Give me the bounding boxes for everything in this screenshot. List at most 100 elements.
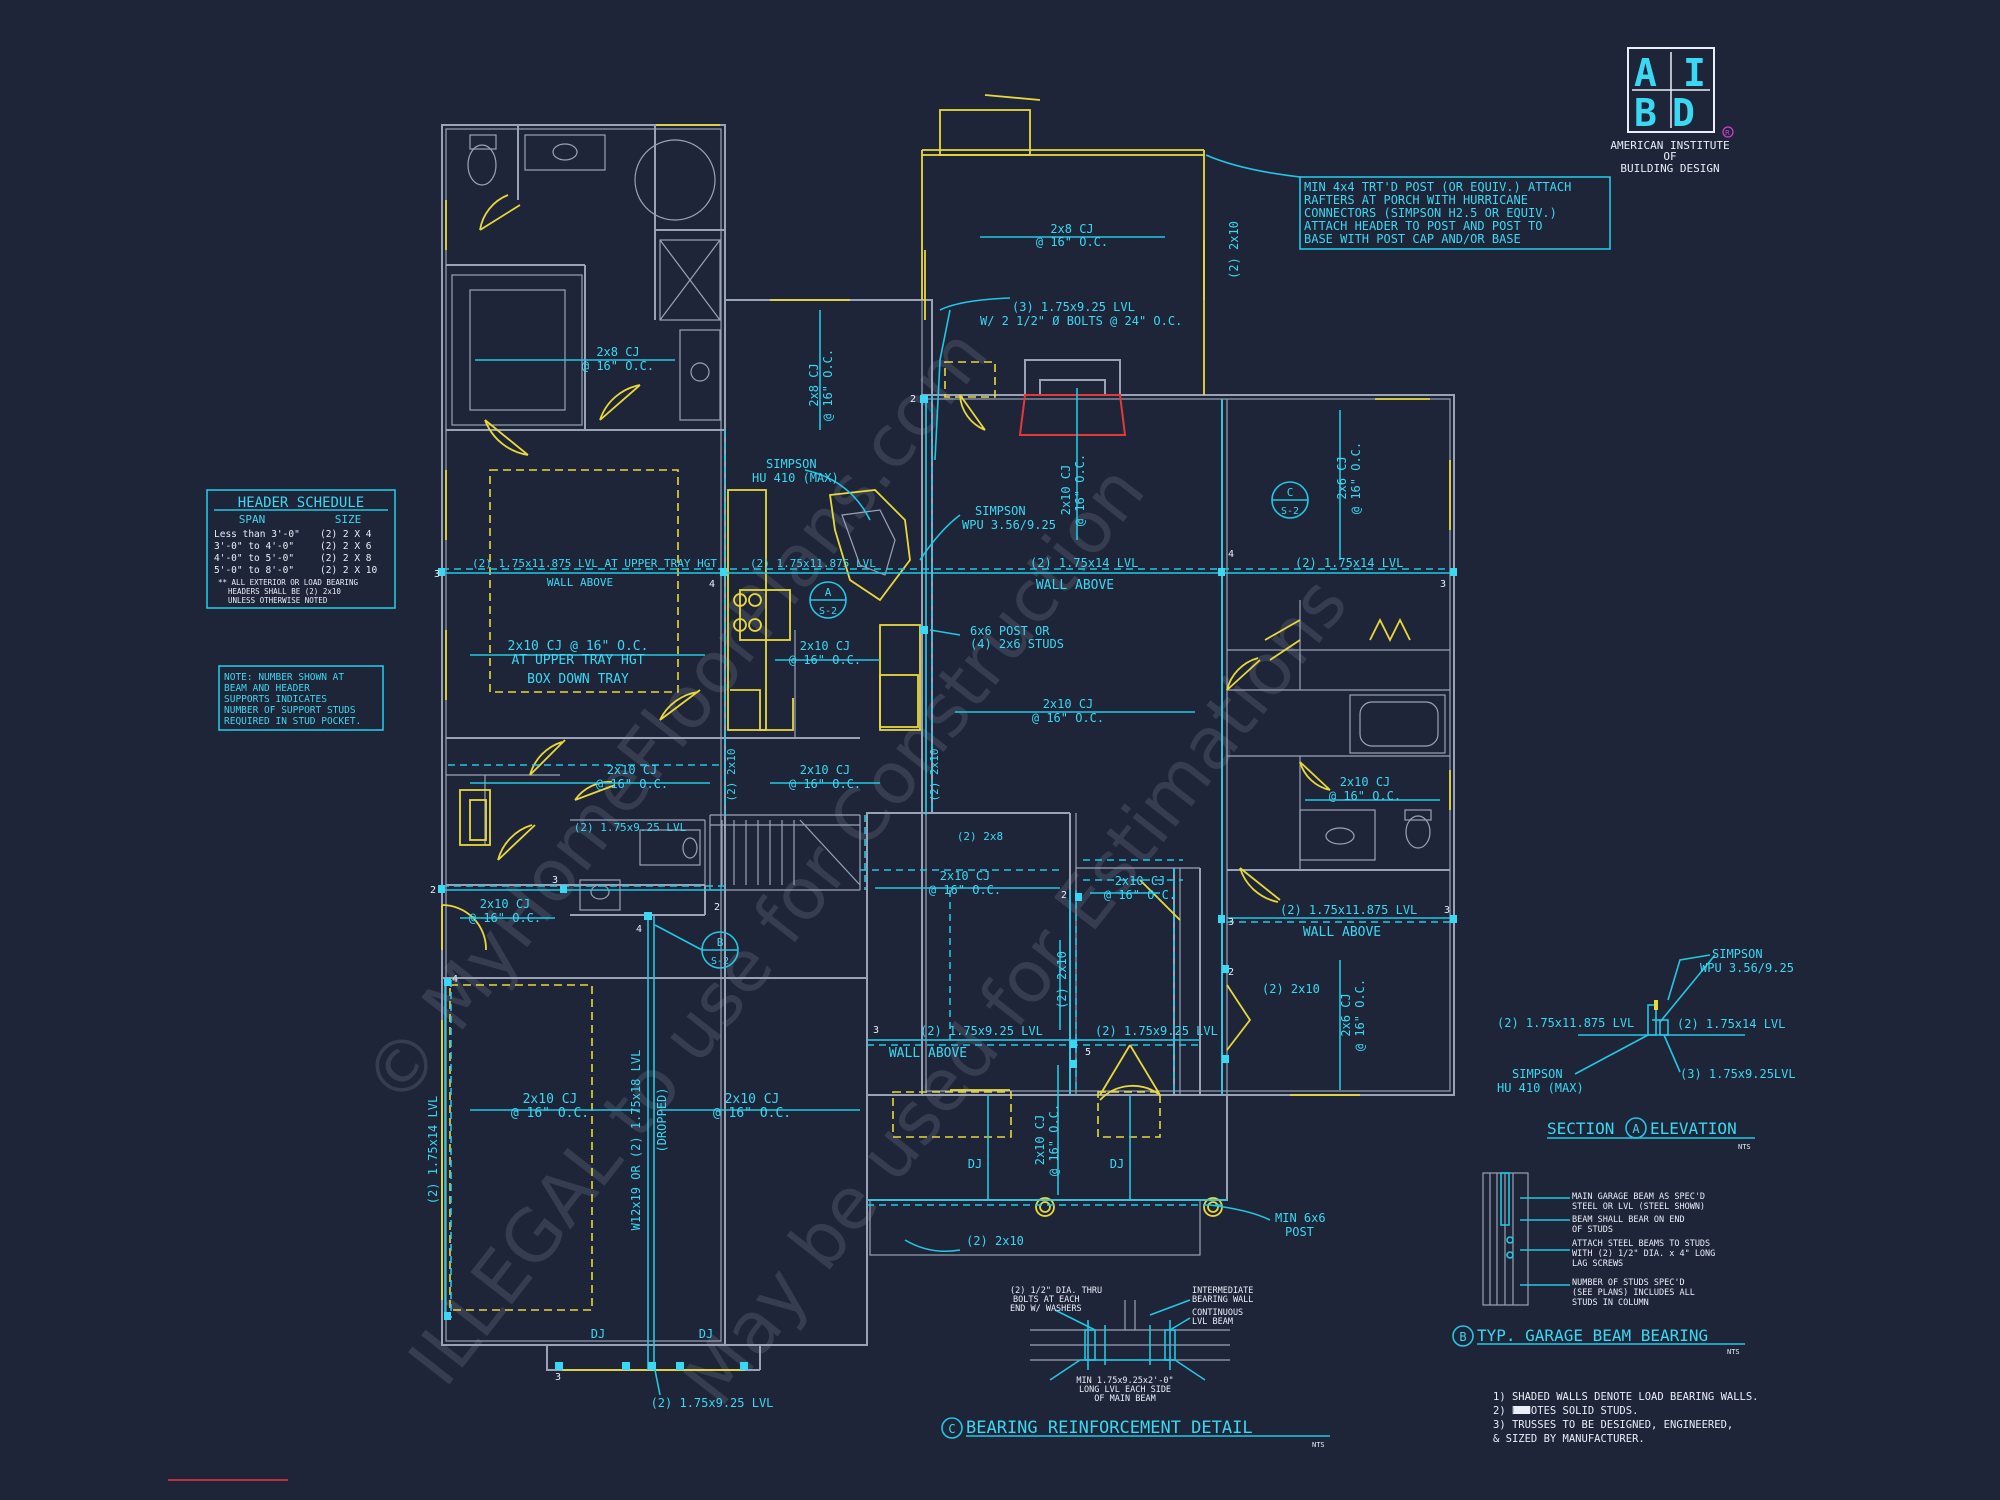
- header-row-4-size: (2) 2 X 10: [320, 565, 377, 576]
- garage-note-7: LAG SCREWS: [1572, 1259, 1623, 1269]
- header-row-1-span: Less than 3'-0": [214, 529, 300, 540]
- min-post-line-1: MIN 6x6: [1275, 1211, 1326, 1225]
- stud-count-16: 2: [1228, 967, 1234, 978]
- section-tags: A S-2 B S-2 C S-2: [654, 481, 1309, 969]
- sec-a-simpson-hu-2: HU 410 (MAX): [1497, 1081, 1584, 1095]
- porch-note-line-2: RAFTERS AT PORCH WITH HURRICANE: [1304, 193, 1528, 207]
- header-row-3-size: (2) 2 X 8: [320, 553, 372, 564]
- porch-post-note: MIN 4x4 TRT'D POST (OR EQUIV.) ATTACH RA…: [1205, 154, 1611, 250]
- bearing-detail-tag: C: [948, 1422, 955, 1436]
- section-tag-c-sheet: S-2: [1281, 506, 1299, 517]
- stud-count-5: 4: [1228, 549, 1234, 560]
- bearing-note-9: LONG LVL EACH SIDE: [1079, 1385, 1171, 1395]
- porch-note-line-5: BASE WITH POST CAP AND/OR BASE: [1304, 232, 1521, 246]
- sec-a-simpson-wpu-2: WPU 3.56/9.25: [1700, 961, 1794, 975]
- header-row-3-span: 4'-0" to 5'-0": [214, 553, 294, 564]
- laundry-cj-label: 2x10 CJ: [607, 763, 658, 777]
- watermark: © MyHomeFloorPlans.com ILLEGAL to use fo…: [347, 313, 1363, 1420]
- stud-count-12: 2: [1061, 890, 1067, 901]
- kitchen-cj-spacing: @ 16" O.C.: [789, 653, 861, 667]
- wall-above-4: WALL ABOVE: [889, 1046, 967, 1061]
- general-note-4: & SIZED BY MANUFACTURER.: [1493, 1433, 1645, 1445]
- living-cj-spacing: @ 16" O.C.: [1073, 454, 1087, 526]
- logo-letter-i: I: [1683, 51, 1706, 95]
- rear-dj-1: DJ: [968, 1157, 982, 1171]
- stud-count-3: 2: [910, 394, 916, 405]
- kitchen-lvl-label: (2) 1.75x11.875 LVL: [750, 557, 876, 570]
- stud-pockets: [438, 395, 1457, 1370]
- section-tag-a-sheet: S-2: [819, 606, 837, 617]
- lvl-bolts-line-1: (3) 1.75x9.25 LVL: [1012, 300, 1135, 314]
- garage-detail-nts: NTS: [1727, 1348, 1740, 1356]
- simpson-hu-label-2: HU 410 (MAX): [752, 471, 839, 485]
- general-note-1: 1) SHADED WALLS DENOTE LOAD BEARING WALL…: [1493, 1391, 1759, 1403]
- tray-upper-label: AT UPPER TRAY HGT: [511, 653, 644, 668]
- porch-cj-label: 2x8 CJ: [1050, 222, 1093, 236]
- family-cj-spacing: @ 16" O.C.: [929, 883, 1001, 897]
- bearing-note-5: BEARING WALL: [1192, 1295, 1253, 1305]
- section-a-elevation-detail: (2) 1.75x11.875 LVL (2) 1.75x14 LVL (3) …: [1497, 947, 1796, 1151]
- stud-count-4: 3: [1440, 579, 1446, 590]
- garage-cj-1-spacing: @ 16" O.C.: [511, 1106, 589, 1121]
- stud-note-line-3: SUPPORTS INDICATES: [224, 694, 327, 705]
- garage-note-4: OF STUDS: [1572, 1225, 1613, 1235]
- wall-above-3: WALL ABOVE: [1303, 925, 1381, 940]
- section-tag-c-letter: C: [1287, 486, 1294, 499]
- garage-left-lvl: (2) 1.75x14 LVL: [426, 1096, 440, 1204]
- bed-cj-spacing: @ 16" O.C.: [1349, 442, 1363, 514]
- garage-detail-title: TYP. GARAGE BEAM BEARING: [1477, 1326, 1708, 1345]
- garage-note-5: ATTACH STEEL BEAMS TO STUDS: [1572, 1239, 1710, 1249]
- simpson-hu-label-1: SIMPSON: [766, 457, 817, 471]
- stud-note-line-2: BEAM AND HEADER: [224, 683, 310, 694]
- header-schedule-col-span: SPAN: [239, 513, 266, 526]
- hall-cj-label: 2x8 CJ: [807, 363, 821, 406]
- box-down-tray-label: BOX DOWN TRAY: [527, 672, 629, 687]
- min-post-line-2: POST: [1285, 1225, 1314, 1239]
- sec-a-lvl-925: (3) 1.75x9.25LVL: [1680, 1067, 1796, 1081]
- stud-count-14: 3: [873, 1025, 879, 1036]
- header-row-2-size: (2) 2 X 6: [320, 541, 372, 552]
- master-closet-cj: 2x8 CJ: [596, 345, 639, 359]
- stud-note-line-1: NOTE: NUMBER SHOWN AT: [224, 672, 344, 683]
- section-a-title-2: ELEVATION: [1650, 1119, 1737, 1138]
- tray-cj-label: 2x10 CJ @ 16" O.C.: [508, 639, 649, 654]
- bed2-lvl-label: (2) 1.75x11.875 LVL: [1280, 903, 1417, 917]
- garage-dj-2: DJ: [699, 1327, 713, 1341]
- stud-count-8: 4: [636, 924, 642, 935]
- porch-note-line-4: ATTACH HEADER TO POST AND POST TO: [1304, 219, 1542, 233]
- garage-detail-tag: B: [1459, 1330, 1466, 1344]
- stud-count-2: 4: [709, 579, 715, 590]
- bearing-detail-title: BEARING REINFORCEMENT DETAIL: [966, 1418, 1253, 1438]
- garage-note-1: MAIN GARAGE BEAM AS SPEC'D: [1572, 1192, 1705, 1202]
- hall2-cj-label: 2x10 CJ: [800, 763, 851, 777]
- header-row-2-span: 3'-0" to 4'-0": [214, 541, 294, 552]
- garage-note-6: WITH (2) 1/2" DIA. x 4" LONG: [1572, 1249, 1715, 1259]
- header-note-3: UNLESS OTHERWISE NOTED: [228, 596, 328, 605]
- bearing-note-7: LVL BEAM: [1192, 1317, 1233, 1327]
- bed2-2x10: (2) 2x10: [1262, 982, 1320, 996]
- bearing-note-4: INTERMEDIATE: [1192, 1286, 1253, 1296]
- stud-count-6: 2: [430, 885, 436, 896]
- stud-count-15: 3: [1228, 917, 1234, 928]
- bearing-note-6: CONTINUOUS: [1192, 1308, 1243, 1318]
- stair-2x8: (2) 2x8: [957, 830, 1003, 843]
- joist-span-arrows: [460, 236, 1716, 1396]
- header-schedule-title: HEADER SCHEDULE: [238, 495, 364, 511]
- porch-note-line-1: MIN 4x4 TRT'D POST (OR EQUIV.) ATTACH: [1304, 180, 1571, 194]
- garage-cj-1-label: 2x10 CJ: [523, 1092, 578, 1107]
- stud-count-13: 5: [1085, 1047, 1091, 1058]
- stud-count-7: 3: [552, 875, 558, 886]
- garage-note-8: NUMBER OF STUDS SPEC'D: [1572, 1278, 1685, 1288]
- wall-above-2: WALL ABOVE: [1036, 578, 1114, 593]
- logo-letter-d: D: [1672, 91, 1695, 135]
- kitchen-cj-label: 2x10 CJ: [800, 639, 851, 653]
- rear-cj-spacing: @ 16" O.C.: [1047, 1104, 1061, 1176]
- aibd-logo: A I B D R AMERICAN INSTITUTE OF BUILDING…: [1610, 47, 1734, 175]
- general-note-3: 3) TRUSSES TO BE DESIGNED, ENGINEERED,: [1493, 1419, 1733, 1431]
- plan-labels: 2x8 CJ @ 16" O.C. (2) 2x10 2x8 CJ @ 16" …: [426, 221, 1417, 1410]
- header-row-4-span: 5'-0" to 8'-0": [214, 565, 294, 576]
- registered-mark: R: [1725, 129, 1730, 137]
- logo-org-line-2: OF: [1663, 150, 1676, 163]
